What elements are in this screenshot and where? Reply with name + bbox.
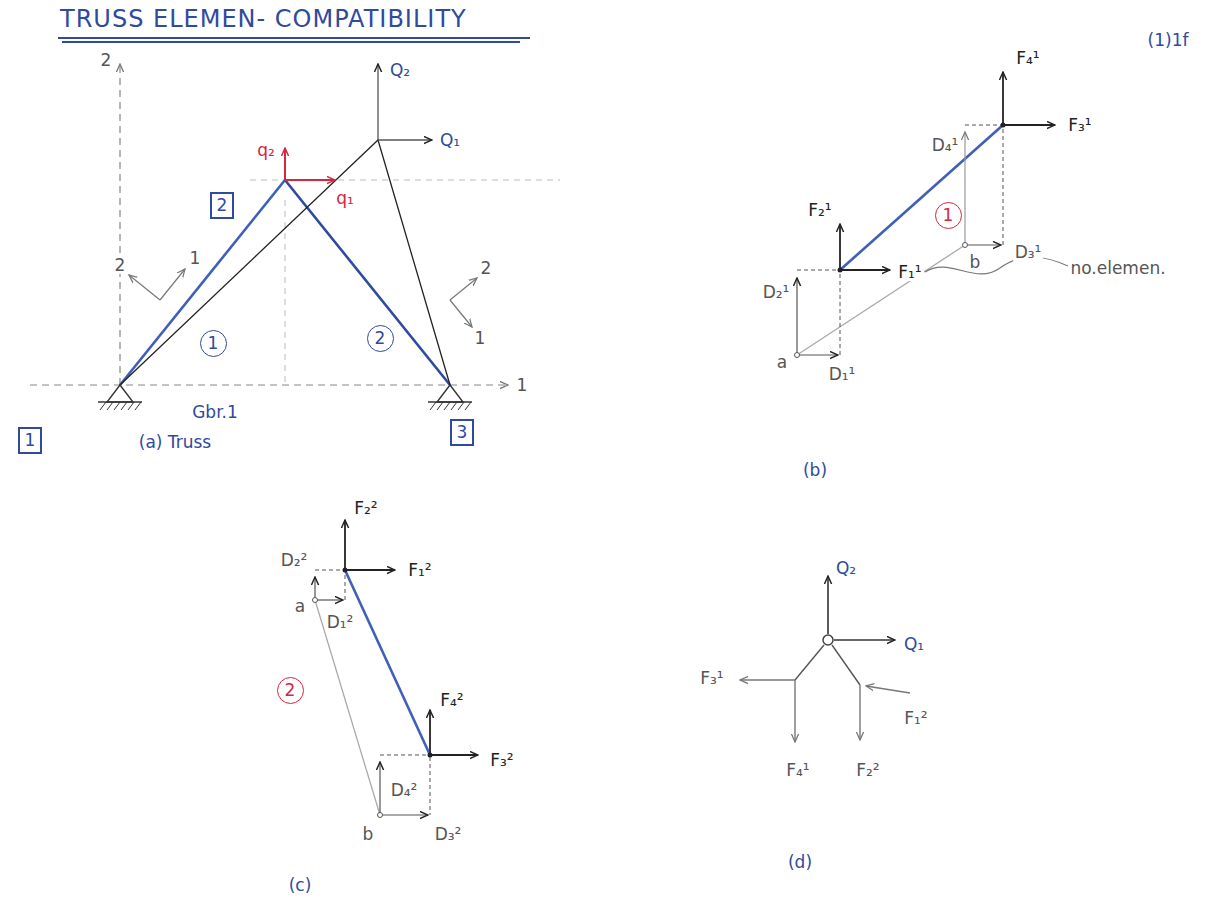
point-label: a (293, 597, 307, 616)
point-label: b (361, 825, 376, 844)
force-label: F₃¹ (1066, 116, 1093, 135)
axis-label: 1 (515, 376, 530, 395)
load-label: Q₁ (902, 635, 926, 654)
local-axis-label: 2 (479, 259, 494, 278)
displacement-label: D₁² (325, 613, 356, 632)
displacement-label: D₂² (279, 551, 310, 570)
node-label: 1 (943, 207, 954, 224)
truss-panel-a (30, 64, 560, 410)
point-label: a (775, 353, 789, 372)
force-label: F₂² (352, 499, 379, 518)
panel-caption: (d) (786, 853, 814, 872)
displacement-label: D₄¹ (930, 136, 961, 155)
axis-label: 2 (99, 51, 114, 70)
joint-free-body-panel-d (740, 576, 910, 742)
point-label: b (968, 253, 983, 272)
local-axis-label: 1 (473, 329, 488, 348)
node-number-box: 2 (210, 192, 235, 219)
force-label: F₃¹ (698, 669, 725, 688)
force-label: F₂¹ (806, 201, 833, 220)
displacement-label: D₂¹ (761, 283, 792, 302)
page-note: (1)1f (1146, 31, 1191, 50)
load-label: Q₂ (834, 559, 858, 578)
displacement-label: D₃¹ (1013, 243, 1044, 262)
note-text: no.elemen. (1068, 259, 1167, 278)
force-label: F₁² (902, 709, 929, 728)
node-number-box: 3 (450, 419, 475, 446)
force-label: F₄² (438, 691, 465, 710)
panel-caption: (c) (287, 876, 314, 895)
panel-caption: (b) (801, 461, 829, 480)
title-underline (58, 38, 530, 42)
load-label: Q₂ (388, 61, 412, 80)
local-axis-label: 2 (113, 256, 128, 275)
node-label: 2 (285, 682, 296, 699)
node-label: 1 (25, 432, 36, 449)
node-label: 2 (217, 197, 228, 214)
force-label: F₃² (488, 751, 515, 770)
element-2-panel-c (313, 520, 479, 818)
force-label: F₁² (406, 561, 433, 580)
displacement-label: D₄² (389, 781, 420, 800)
force-label: F₁¹ (896, 263, 923, 282)
force-label: F₄¹ (1014, 49, 1041, 68)
panel-caption: (a) Truss (137, 433, 213, 452)
element-number-circle: 1 (200, 330, 227, 357)
element-1-panel-b (795, 72, 1069, 358)
force-label: F₂² (854, 761, 881, 780)
displacement-label: D₁¹ (827, 365, 858, 384)
load-label: Q₁ (438, 131, 462, 150)
displacement-label: q₂ (255, 141, 277, 160)
node-label: 3 (457, 424, 468, 441)
displacement-label: q₁ (334, 189, 356, 208)
local-axis-label: 1 (188, 249, 203, 268)
diagram-title: TRUSS ELEMEN- COMPATIBILITY (60, 6, 467, 32)
figure-number: Gbr.1 (190, 403, 240, 422)
element-number-circle: 1 (935, 202, 962, 229)
element-number-circle: 2 (277, 677, 304, 704)
node-label: 2 (375, 330, 386, 347)
displacement-label: D₃² (433, 825, 464, 844)
node-number-box: 1 (18, 427, 43, 454)
node-label: 1 (208, 335, 219, 352)
force-label: F₄¹ (784, 761, 811, 780)
element-number-circle: 2 (367, 325, 394, 352)
